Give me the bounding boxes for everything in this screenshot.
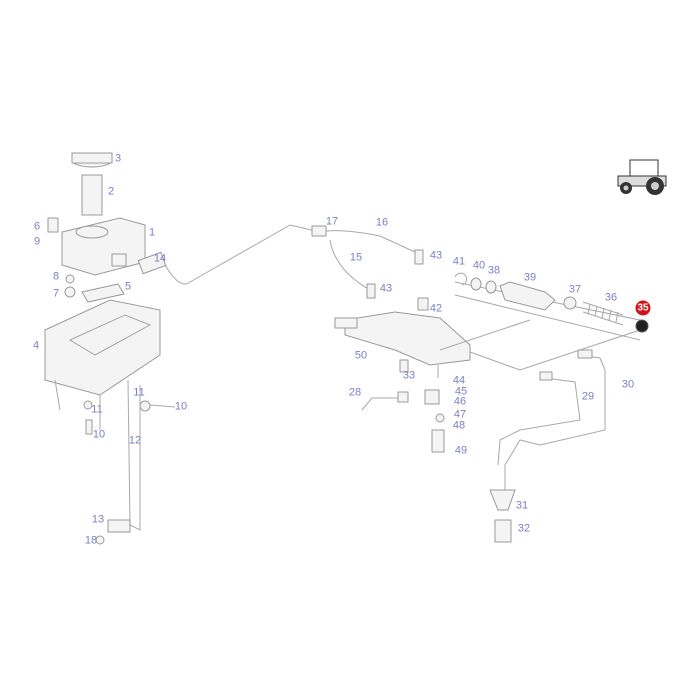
callout-part-35[interactable]: 35 bbox=[635, 300, 651, 316]
callout-part-29[interactable]: 29 bbox=[581, 390, 595, 403]
callout-part-11[interactable]: 11 bbox=[133, 386, 145, 399]
callout-part-10[interactable]: 10 bbox=[174, 400, 188, 413]
callout-part-47[interactable]: 47 bbox=[453, 408, 467, 421]
callout-part-49[interactable]: 49 bbox=[454, 444, 468, 457]
callout-part-13[interactable]: 13 bbox=[91, 513, 105, 526]
callout-part-12[interactable]: 12 bbox=[128, 434, 142, 447]
callout-part-32[interactable]: 32 bbox=[517, 522, 531, 535]
callout-part-36[interactable]: 36 bbox=[604, 291, 618, 304]
callout-part-40[interactable]: 40 bbox=[472, 259, 486, 272]
callout-part-14[interactable]: 14 bbox=[153, 252, 167, 265]
callout-part-37[interactable]: 37 bbox=[568, 283, 582, 296]
pedal-bracket bbox=[44, 299, 176, 545]
callout-part-41[interactable]: 41 bbox=[452, 255, 466, 268]
callout-part-11[interactable]: 11 bbox=[91, 403, 103, 416]
callout-part-4[interactable]: 4 bbox=[32, 339, 40, 352]
callout-part-43[interactable]: 43 bbox=[429, 249, 443, 262]
callout-part-10[interactable]: 10 bbox=[92, 428, 106, 441]
tractor-icon bbox=[617, 159, 667, 195]
callout-part-28[interactable]: 28 bbox=[348, 386, 362, 399]
callout-part-2[interactable]: 2 bbox=[107, 185, 115, 198]
brake-pipes bbox=[489, 349, 606, 543]
callout-part-1[interactable]: 1 bbox=[148, 226, 156, 239]
callout-part-7[interactable]: 7 bbox=[52, 287, 60, 300]
callout-part-17[interactable]: 17 bbox=[325, 215, 339, 228]
reservoir-assembly bbox=[47, 152, 321, 303]
callout-part-33[interactable]: 33 bbox=[402, 369, 416, 382]
callout-part-18[interactable]: 18 bbox=[84, 534, 98, 547]
callout-part-45[interactable]: 45 bbox=[454, 385, 468, 398]
callout-part-5[interactable]: 5 bbox=[124, 280, 132, 293]
callout-part-9[interactable]: 9 bbox=[33, 235, 41, 248]
callout-part-46[interactable]: 46 bbox=[453, 395, 467, 408]
callout-part-38[interactable]: 38 bbox=[487, 264, 501, 277]
callout-part-30[interactable]: 30 bbox=[621, 378, 635, 391]
callout-part-6[interactable]: 6 bbox=[33, 220, 41, 233]
callout-part-48[interactable]: 48 bbox=[452, 419, 466, 432]
callout-part-43[interactable]: 43 bbox=[379, 282, 393, 295]
callout-part-16[interactable]: 16 bbox=[375, 216, 389, 229]
callout-part-44[interactable]: 44 bbox=[452, 374, 466, 387]
callout-part-15[interactable]: 15 bbox=[349, 251, 363, 264]
master-cylinder bbox=[311, 225, 641, 453]
callout-part-8[interactable]: 8 bbox=[52, 270, 60, 283]
callout-part-50[interactable]: 50 bbox=[354, 349, 368, 362]
callout-part-3[interactable]: 3 bbox=[114, 152, 122, 165]
callout-part-42[interactable]: 42 bbox=[429, 302, 443, 315]
piston-kit bbox=[454, 272, 649, 333]
callout-part-31[interactable]: 31 bbox=[515, 499, 529, 512]
callout-part-39[interactable]: 39 bbox=[523, 271, 537, 284]
